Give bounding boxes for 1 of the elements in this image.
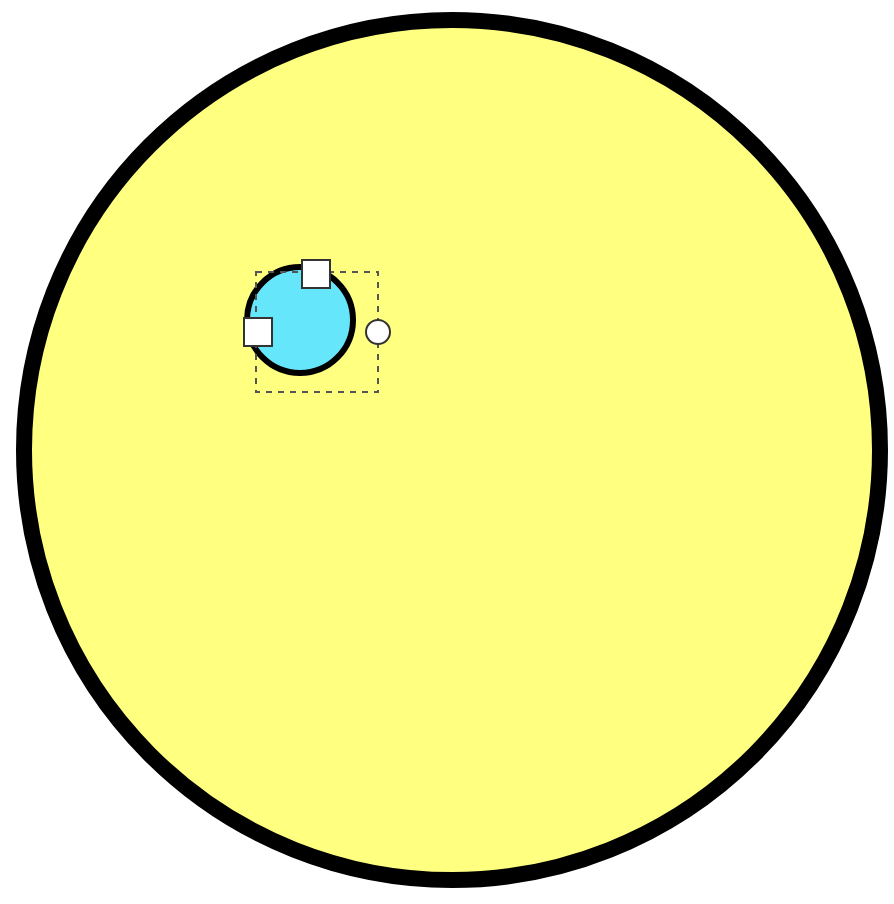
large-circle bbox=[16, 12, 888, 888]
